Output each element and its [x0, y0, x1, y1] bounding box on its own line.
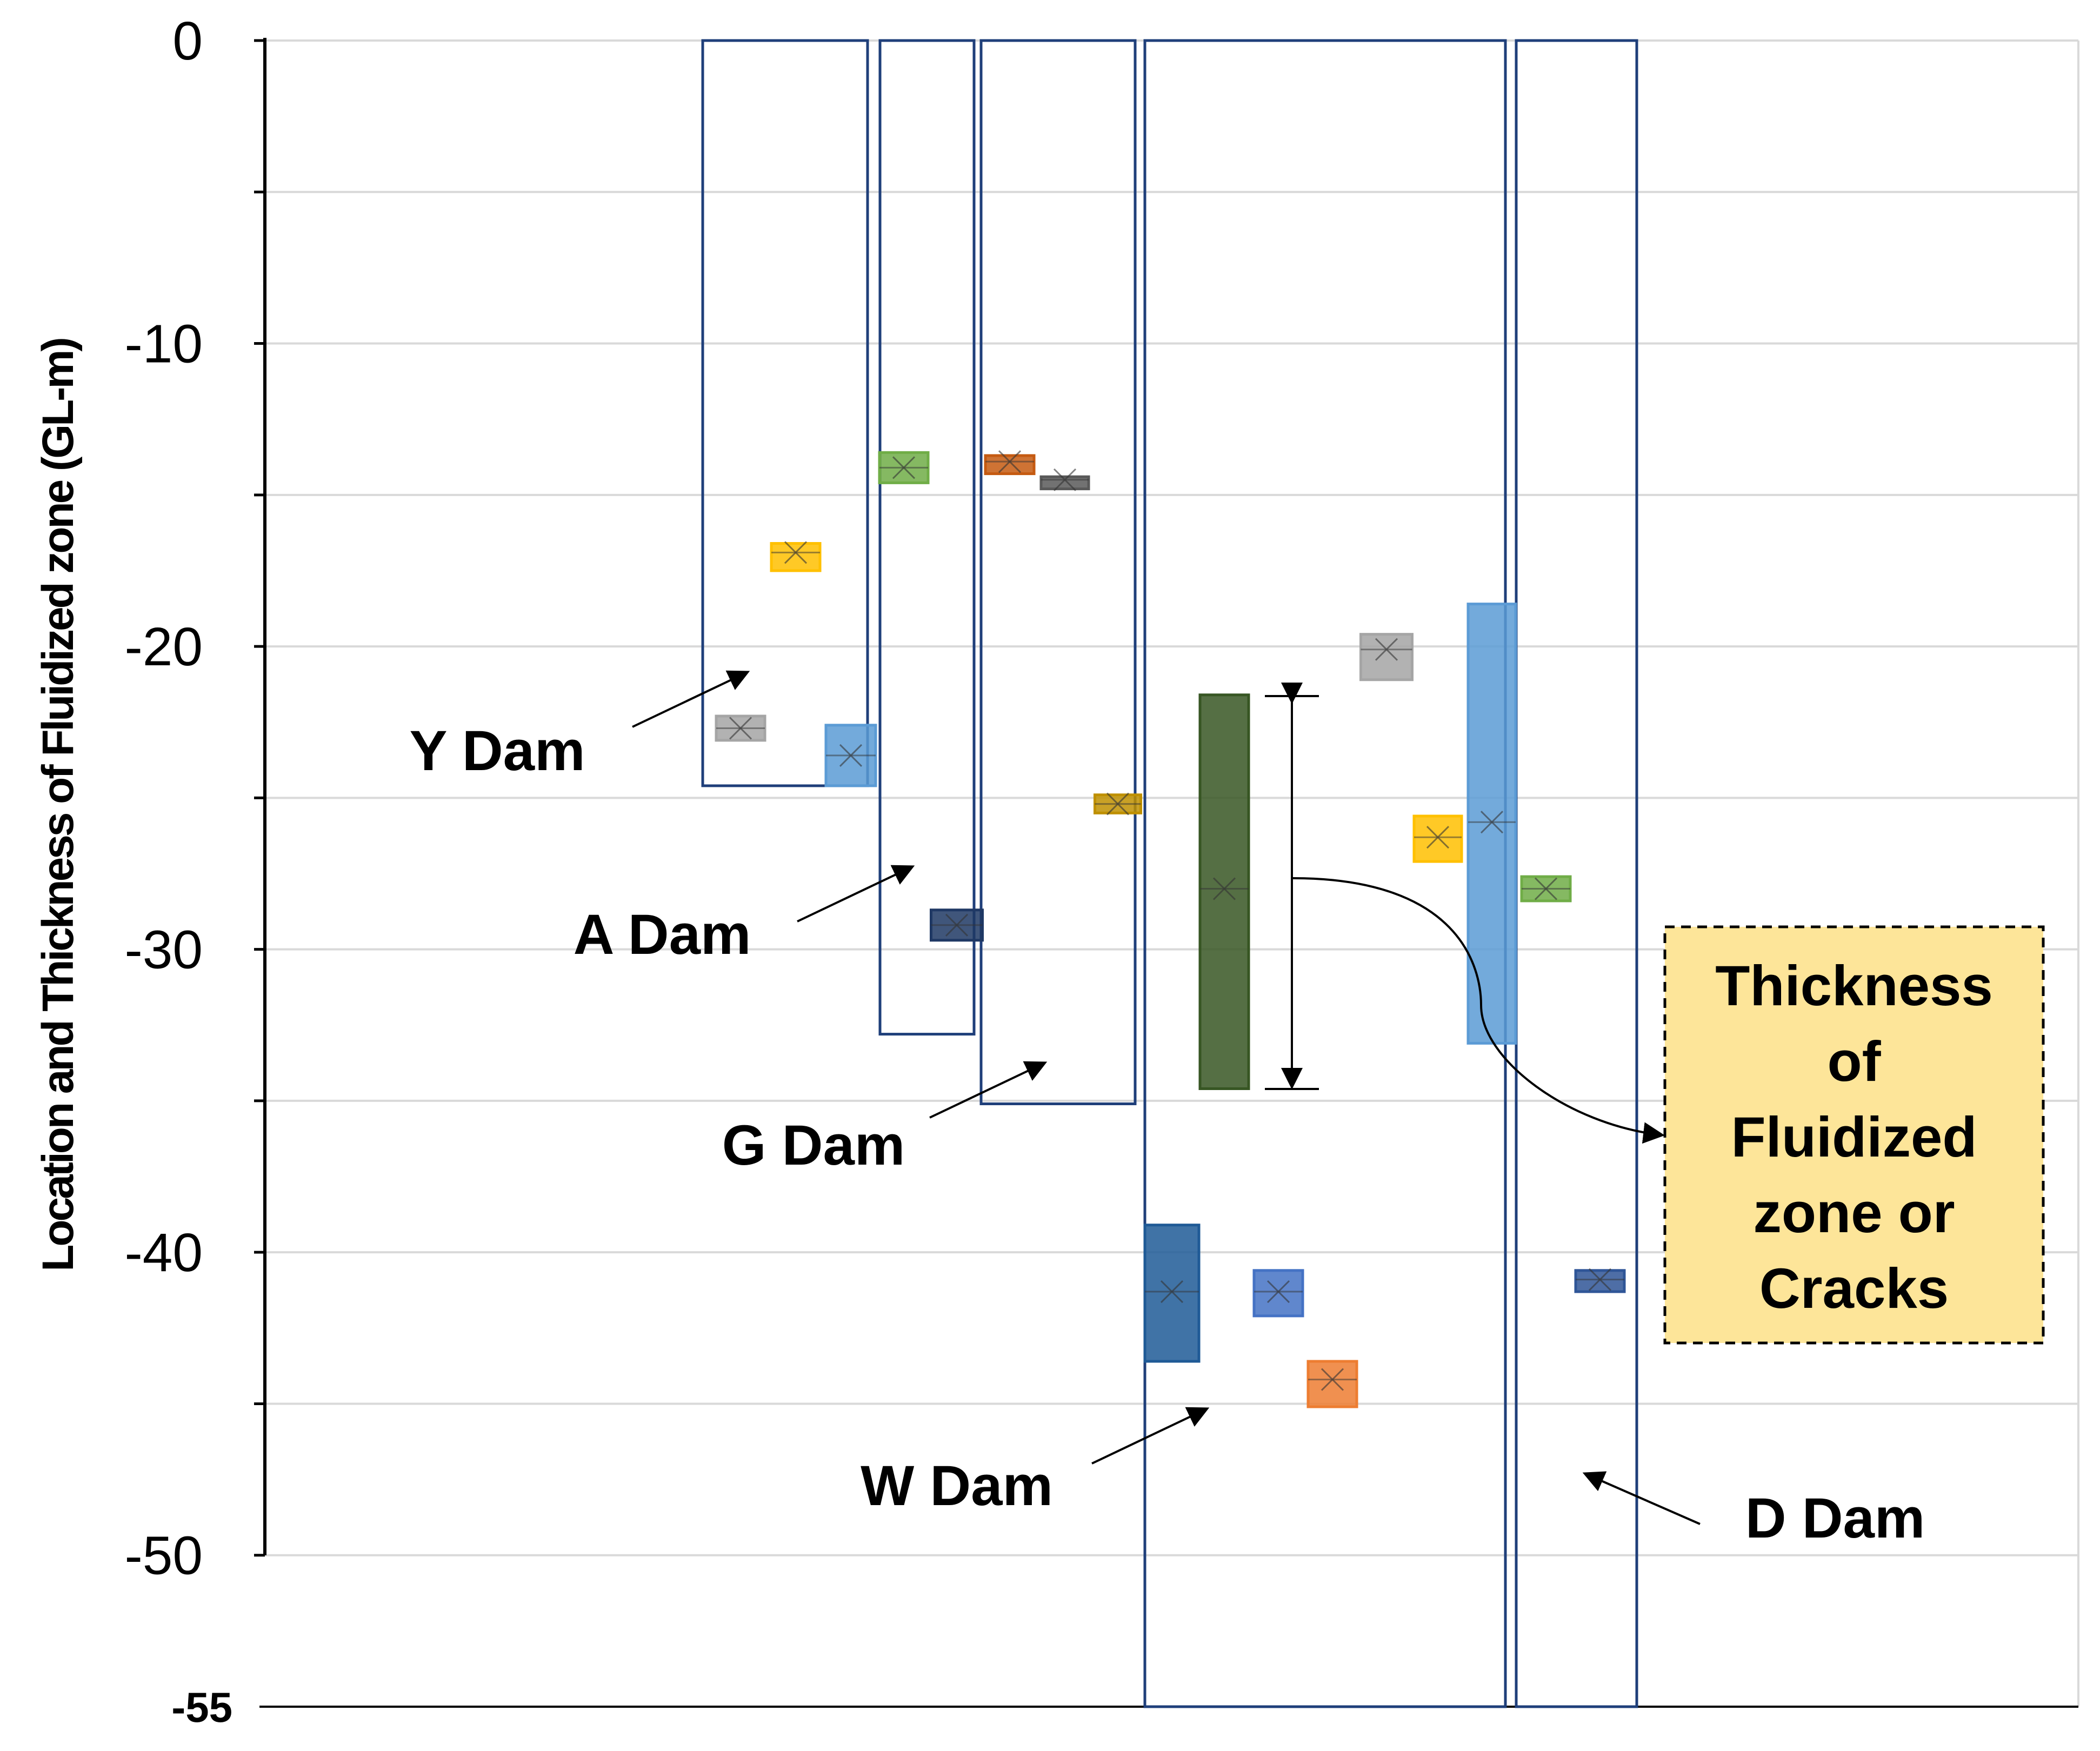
zone-box	[1094, 792, 1142, 816]
zone-mean-marker	[1588, 1268, 1612, 1291]
zone-box	[984, 450, 1036, 476]
dam-outline-g-dam	[979, 39, 1137, 1106]
zone-rect	[984, 454, 1036, 476]
y-tick-label: 0	[172, 11, 203, 71]
zone-box	[1252, 1269, 1304, 1318]
zone-mean-marker	[998, 450, 1022, 473]
zone-rect	[1412, 814, 1463, 863]
callout-line-4: zone or	[1753, 1181, 1955, 1245]
zone-box	[1520, 875, 1572, 903]
arrow-g-dam	[929, 1061, 1048, 1119]
y-axis-title: Location and Thickness of Fluidized zone…	[34, 339, 83, 1272]
dam-label-w: W Dam	[861, 1454, 1053, 1518]
callout-leader	[1292, 877, 1665, 1144]
zone-rect	[1143, 1224, 1201, 1363]
y-tick-label-bottom: -55	[171, 1683, 232, 1731]
y-axis: 0 -10 -20 -30 -40 -50 -55	[124, 11, 266, 1731]
zone-box	[1306, 1360, 1358, 1408]
zone-box	[1466, 603, 1517, 1045]
zone-rect	[1198, 693, 1250, 1090]
zone-box	[715, 714, 766, 742]
zone-rect	[1039, 475, 1090, 491]
zone-mean-marker	[839, 744, 863, 767]
zone-box	[1039, 468, 1090, 491]
zone-box	[1198, 693, 1250, 1090]
gridlines	[259, 39, 2079, 1708]
dam-labels: Y Dam A Dam G Dam W Dam D Dam	[410, 719, 1925, 1550]
arrow-w-dam	[1091, 1407, 1210, 1465]
y-tick-label: -40	[124, 1222, 203, 1283]
zone-mean-marker	[784, 541, 808, 564]
y-tick-label: -20	[124, 617, 203, 677]
zone-rect	[1359, 633, 1414, 681]
zone-mean-marker	[1480, 811, 1504, 834]
zone-mean-marker	[729, 717, 752, 740]
zone-mean-marker	[1266, 1280, 1290, 1304]
callout-background	[1663, 925, 2045, 1345]
zone-rect	[1466, 603, 1517, 1045]
zone-mean-marker	[892, 456, 916, 479]
y-tick-label: -50	[124, 1526, 203, 1586]
callout-box: Thickness of Fluidized zone or Cracks	[1663, 925, 2045, 1345]
dam-label-d: D Dam	[1745, 1487, 1925, 1550]
zone-mean-marker	[1534, 877, 1558, 900]
dam-label-a: A Dam	[574, 903, 751, 966]
zone-box	[1143, 1224, 1201, 1363]
zone-rect	[1306, 1360, 1358, 1408]
zone-box	[770, 541, 822, 572]
zone-box	[878, 451, 930, 484]
zone-mean-marker	[1106, 792, 1130, 816]
fluidized-zones	[715, 450, 1626, 1408]
zone-rect	[770, 542, 822, 572]
zone-mean-marker	[1426, 826, 1450, 849]
dam-outline-a-dam	[878, 39, 976, 1036]
zone-box	[930, 908, 984, 942]
arrow-y-dam	[632, 670, 750, 728]
dam-outline-d-dam	[1515, 39, 1638, 1708]
y-tick-label: -10	[124, 314, 203, 375]
thickness-dimension	[1265, 683, 1665, 1144]
callout-line-2: of	[1827, 1030, 1881, 1093]
callout-line-3: Fluidized	[1731, 1106, 1977, 1169]
callout-line-5: Cracks	[1759, 1257, 1949, 1320]
callout-line-1: Thickness	[1715, 954, 1993, 1018]
arrow-d-dam	[1582, 1471, 1701, 1525]
zone-box	[824, 724, 877, 787]
zone-rect	[1252, 1269, 1304, 1318]
zone-mean-marker	[1321, 1368, 1344, 1391]
zone-mean-marker	[1160, 1280, 1184, 1304]
zone-box	[1359, 633, 1414, 681]
dam-outline-y-dam	[701, 39, 869, 787]
zone-mean-marker	[1375, 638, 1398, 661]
zone-mean-marker	[945, 913, 969, 937]
zone-box	[1412, 814, 1463, 863]
zone-rect	[1574, 1269, 1626, 1293]
arrow-a-dam	[797, 865, 915, 923]
y-tick-label: -30	[124, 920, 203, 980]
zone-box	[1574, 1268, 1626, 1293]
dam-pointer-arrows	[632, 670, 1701, 1525]
dam-label-g: G Dam	[722, 1114, 905, 1177]
zone-mean-marker	[1053, 468, 1077, 491]
dam-label-y: Y Dam	[410, 719, 585, 783]
zone-mean-marker	[1212, 877, 1236, 900]
